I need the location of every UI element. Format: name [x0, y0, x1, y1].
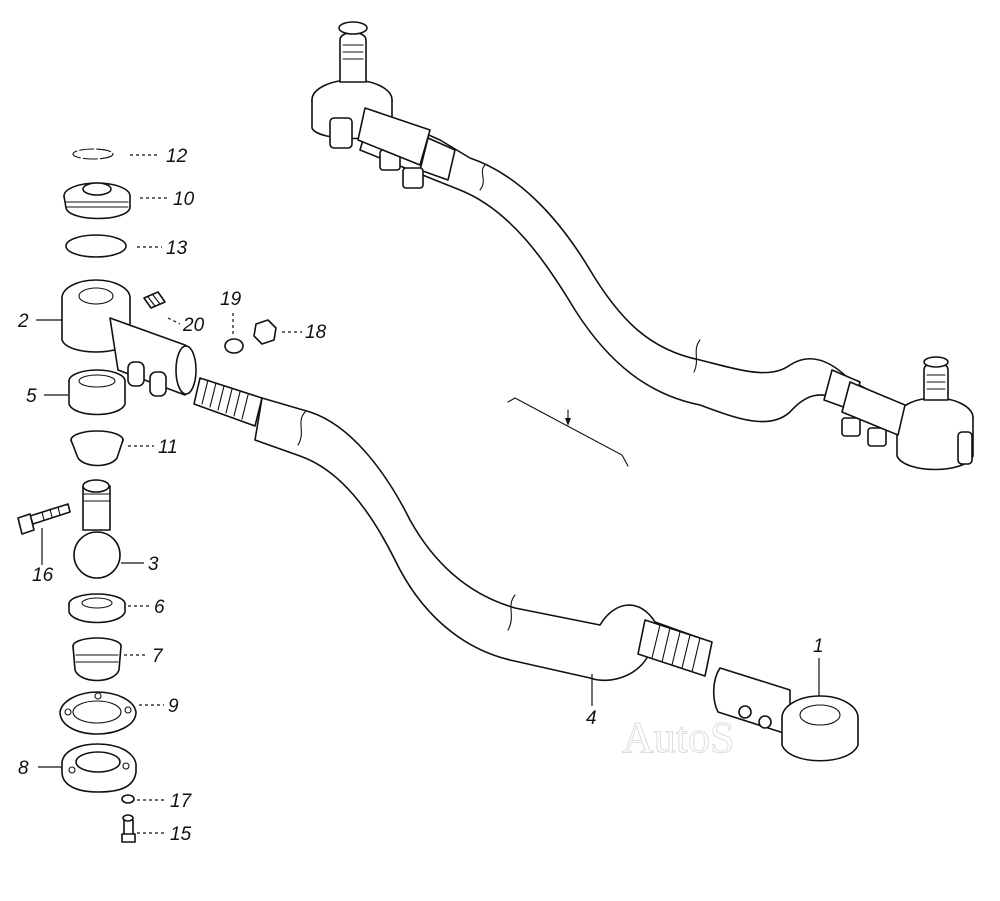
dust-boot	[70, 430, 124, 467]
callout-2: 2	[17, 311, 29, 332]
retaining-ring	[72, 148, 114, 160]
washer	[224, 338, 244, 354]
callout-13: 13	[166, 238, 188, 259]
callout-labels: 12 10 13 2 20 19 18 5 11 16 3 6 7 9 8 17…	[17, 146, 824, 845]
tie-rod-end-left	[61, 279, 197, 397]
lock-washer	[121, 794, 135, 804]
bushing	[68, 369, 126, 416]
gasket	[59, 691, 137, 735]
callout-4: 4	[586, 708, 597, 729]
callout-7: 7	[152, 646, 164, 667]
callout-20: 20	[182, 315, 205, 336]
grease-fitting	[143, 291, 166, 309]
section-marker	[507, 397, 629, 467]
nut	[253, 319, 277, 345]
cover	[61, 743, 137, 793]
callout-3: 3	[148, 554, 159, 575]
seal-cap	[63, 182, 131, 220]
callout-11: 11	[158, 437, 178, 458]
callout-1: 1	[813, 636, 824, 657]
callout-5: 5	[26, 386, 37, 407]
assembled-tie-rod	[311, 21, 974, 471]
assembled-right-ball-joint	[841, 356, 974, 471]
o-ring	[65, 234, 127, 258]
watermark-text: AutoS	[622, 713, 734, 762]
spring-cup	[72, 637, 122, 682]
leader-lines	[36, 154, 820, 834]
tie-rod-end-right	[712, 667, 859, 762]
bolt	[17, 503, 71, 535]
callout-9: 9	[168, 696, 179, 717]
tie-rod-tube	[193, 377, 713, 682]
callout-12: 12	[166, 146, 188, 167]
callout-6: 6	[154, 597, 165, 618]
callout-16: 16	[32, 565, 54, 586]
assembled-left-ball-joint	[311, 21, 431, 166]
callout-10: 10	[173, 189, 195, 210]
callout-15: 15	[170, 824, 192, 845]
callout-19: 19	[220, 289, 242, 310]
callout-17: 18	[305, 322, 327, 343]
callout-8: 8	[18, 758, 29, 779]
screw	[121, 814, 136, 843]
callout-18: 17	[170, 791, 193, 812]
bearing-ring	[68, 593, 126, 624]
ball-pin	[73, 479, 121, 579]
